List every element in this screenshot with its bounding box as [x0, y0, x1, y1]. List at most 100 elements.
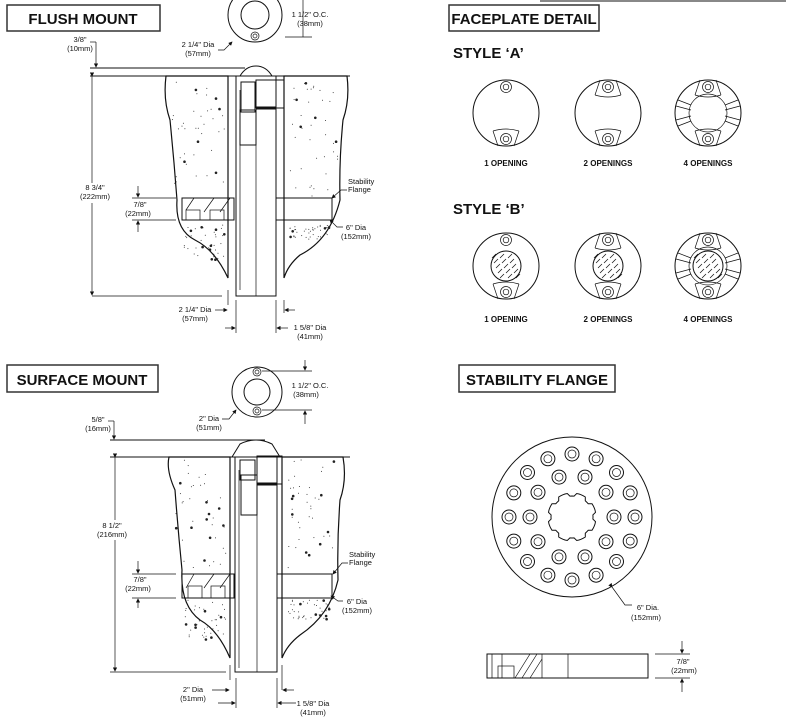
- flange-hole: [564, 572, 580, 588]
- flange-hole: [540, 451, 556, 467]
- flange-hole: [577, 549, 593, 565]
- surface-flange-thickness-mm: (22mm): [125, 584, 151, 593]
- faceplate-opening-label: 4 OPENINGS: [684, 315, 734, 324]
- flange-hole: [530, 534, 546, 550]
- flange-thickness: 7/8": [676, 657, 689, 666]
- surface-flange: [276, 573, 333, 599]
- screw-icon: [702, 286, 714, 298]
- concrete-left: [167, 456, 231, 659]
- flush-flange-thickness: 7/8": [133, 200, 146, 209]
- flange-hole: [598, 534, 614, 550]
- surface-top-height: 5/8": [91, 415, 104, 424]
- surface-faceplate-dia-mm: (51mm): [196, 423, 222, 432]
- flange-hole: [627, 509, 643, 525]
- flange-thickness-mm: (22mm): [671, 666, 697, 675]
- surface-sleeve-dia-mm: (51mm): [180, 694, 206, 703]
- flange-dia-mm: (152mm): [631, 613, 662, 622]
- flange-hole: [506, 485, 522, 501]
- screw-icon: [602, 133, 614, 145]
- screw-icon: [500, 133, 512, 145]
- flush-flange-label-2: Flange: [348, 185, 371, 194]
- surface-top-height-mm: (16mm): [85, 424, 111, 433]
- faceplate-b-4-opening: [674, 232, 742, 300]
- flange-hole: [588, 451, 604, 467]
- surface-mount-section: SURFACE MOUNT 1 1/2" O.C. (38mm) 2" Dia …: [6, 360, 376, 717]
- lens: [592, 250, 624, 282]
- style-a-label: STYLE ‘A’: [453, 45, 524, 62]
- flange-hole: [501, 509, 517, 525]
- flush-depth-mm: (222mm): [80, 192, 111, 201]
- flush-top-height-mm: (10mm): [67, 44, 93, 53]
- flush-oc-spacing-mm: (38mm): [297, 19, 323, 28]
- stability-flange-title: STABILITY FLANGE: [466, 372, 608, 389]
- faceplate-opening-label: 4 OPENINGS: [684, 159, 734, 168]
- flange-hole: [577, 469, 593, 485]
- flush-flange-thickness-mm: (22mm): [125, 209, 151, 218]
- stability-flange-title-box: [458, 364, 616, 393]
- surface-flange-dia-mm: (152mm): [342, 606, 373, 615]
- faceplate-opening-label: 2 OPENINGS: [584, 315, 634, 324]
- flush-faceplate-dia: 2 1/4" Dia: [182, 40, 216, 49]
- flange-hole: [609, 554, 624, 569]
- flush-depth: 8 3/4": [85, 183, 105, 192]
- lens: [692, 250, 724, 282]
- flush-pole-dia-mm: (41mm): [297, 332, 323, 341]
- concrete-stipple: [171, 81, 338, 641]
- stability-flange-section: STABILITY FLANGE 6" Dia. (152mm) 7/8" (2…: [458, 364, 697, 692]
- screw-icon: [702, 81, 714, 93]
- surface-sleeve: [234, 456, 278, 673]
- flange-top-view: [491, 436, 653, 598]
- faceplate-a-2-opening: [574, 79, 642, 147]
- screw-icon: [702, 133, 714, 145]
- flush-mount-title: FLUSH MOUNT: [28, 11, 137, 28]
- flush-flange-dia-mm: (152mm): [341, 232, 372, 241]
- flange-hole: [520, 465, 535, 480]
- surface-depth: 8 1/2": [102, 521, 122, 530]
- flush-flange-label-1: Stability: [348, 177, 375, 186]
- surface-mount-title: SURFACE MOUNT: [17, 372, 148, 389]
- flange-side-view: [486, 653, 649, 679]
- flush-mount-title-box: [6, 4, 161, 32]
- flush-flange-dia: 6" Dia: [346, 223, 367, 232]
- flange-hole: [606, 509, 622, 525]
- faceplate-opening-label: 2 OPENINGS: [584, 159, 634, 168]
- surface-pole-dia-mm: (41mm): [300, 708, 326, 717]
- flush-faceplate-dia-mm: (57mm): [185, 49, 211, 58]
- faceplate-opening-label: 1 OPENING: [484, 159, 528, 168]
- flange-hole: [598, 484, 614, 500]
- flush-oc-spacing: 1 1/2" O.C.: [292, 10, 329, 19]
- faceplate-a-4-opening: [674, 79, 742, 147]
- surface-oc-spacing-mm: (38mm): [293, 390, 319, 399]
- faceplate-a-1-opening: [472, 79, 540, 147]
- screw-icon: [602, 234, 614, 246]
- flush-flange-hatch: [181, 197, 235, 221]
- faceplate-opening-label: 1 OPENING: [484, 315, 528, 324]
- surface-oc-spacing: 1 1/2" O.C.: [292, 381, 329, 390]
- faceplate-detail-title: FACEPLATE DETAIL: [451, 11, 596, 28]
- faceplate-b-2-opening: [574, 232, 642, 300]
- surface-faceplate-top-view: [231, 366, 283, 418]
- flange-hole: [522, 509, 538, 525]
- surface-depth-mm: (216mm): [97, 530, 128, 539]
- style-b-label: STYLE ‘B’: [453, 201, 525, 218]
- surface-flange-label-1: Stability: [349, 550, 376, 559]
- concrete-left: [164, 75, 229, 279]
- faceplate-detail-title-box: [448, 4, 600, 32]
- surface-pole-dia: 1 5/8" Dia: [297, 699, 331, 708]
- flange-hole: [551, 549, 567, 565]
- flush-mount-section: FLUSH MOUNT 1 1/2" O.C. (38mm) 2 1/4" Di…: [6, 0, 375, 341]
- surface-sleeve-dia: 2" Dia: [183, 685, 204, 694]
- screw-icon: [500, 234, 512, 246]
- flange-hole: [588, 567, 604, 583]
- flange-hole: [551, 469, 567, 485]
- flush-pole-dia: 1 5/8" Dia: [294, 323, 328, 332]
- flush-faceplate-top-view: [227, 0, 283, 43]
- flush-top-height: 3/8": [73, 35, 86, 44]
- flange-hole: [564, 446, 580, 462]
- concrete-right: [281, 456, 346, 659]
- surface-flange-thickness: 7/8": [133, 575, 146, 584]
- flange-hole: [622, 533, 638, 549]
- flush-sleeve-dia: 2 1/4" Dia: [179, 305, 213, 314]
- flange-center-hole: [547, 492, 597, 542]
